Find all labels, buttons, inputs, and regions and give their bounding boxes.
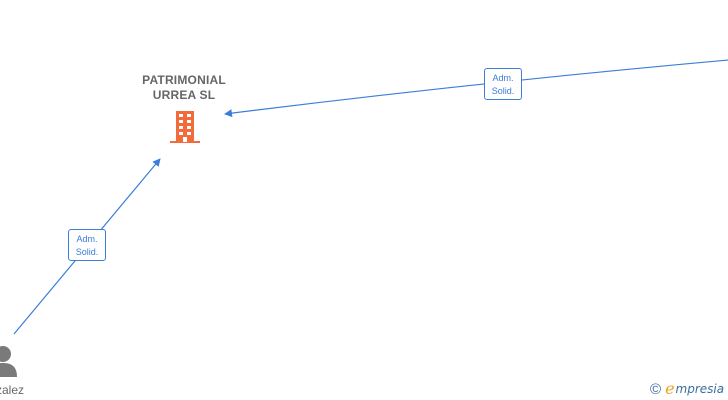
company-name[interactable]: PATRIMONIAL URREA SL: [124, 73, 244, 103]
company-name-line2: URREA SL: [152, 88, 216, 102]
edge-line-external-to-company: [224, 59, 728, 118]
edge-label-line2: Solid.: [75, 247, 99, 257]
building-icon[interactable]: [169, 110, 201, 144]
edge-label-line2: Solid.: [491, 86, 515, 96]
brand-watermark: © e mpresia: [650, 379, 724, 399]
person-icon[interactable]: [0, 345, 18, 377]
edge-label-line1: Adm.: [492, 73, 514, 83]
company-name-line1: PATRIMONIAL: [142, 73, 226, 87]
person-name[interactable]: zalez: [0, 383, 24, 397]
edge-label-line1: Adm.: [76, 234, 98, 244]
brand-logo-text: mpresia: [675, 382, 725, 396]
edge-label-adm-solid[interactable]: Adm. Solid.: [484, 68, 522, 100]
edge-label-adm-solid[interactable]: Adm. Solid.: [68, 229, 106, 261]
copyright-icon: ©: [650, 380, 662, 398]
brand-logo-initial: e: [665, 379, 675, 398]
